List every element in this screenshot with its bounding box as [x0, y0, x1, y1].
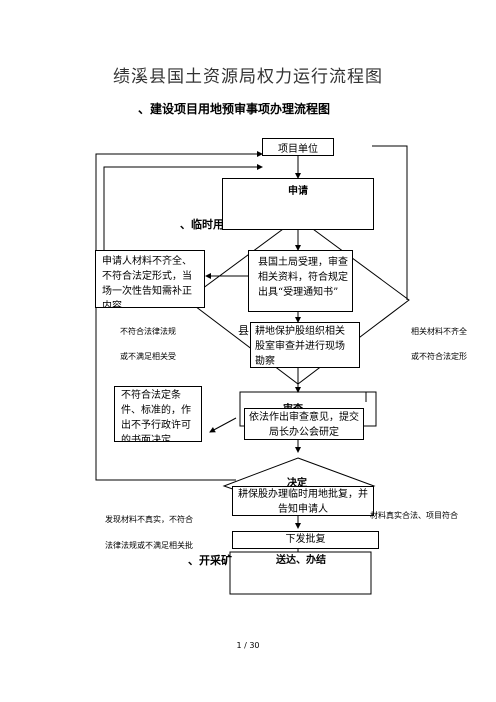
county-text: 县: [238, 324, 249, 337]
deliver-box: [229, 551, 372, 595]
decision-label: 决定: [287, 478, 307, 489]
page-subtitle: 、建设项目用地预审事项办理流程图: [138, 102, 331, 116]
feedback-loop-inner: [103, 164, 263, 250]
opinion-box: 依法作出审查意见，提交局长办公会研定: [244, 408, 364, 440]
mining-heading: 、开采矿: [188, 554, 232, 567]
incomplete-box: 申请人材料不齐全、不符合法定形式，当场一次性告知需补正内容: [95, 250, 205, 308]
right-condition-2: 或不符合法定形: [411, 352, 467, 361]
page-title: 绩溪县国土资源局权力运行流程图: [113, 67, 383, 87]
apply-box: 申请: [222, 178, 374, 230]
bottom-left-condition-1: 发现材料不真实，不符合: [105, 515, 193, 524]
feedback-loop-outer: [95, 151, 263, 481]
approve-box: 耕保股办理临时用地批复，并告知申请人: [232, 486, 374, 516]
left-condition-1: 不符合法律法规: [120, 327, 176, 336]
reject-box: 不符合法定条件、标准的，作出不予行政许可的书面决定: [114, 386, 202, 442]
accept-decision-diamond: [186, 217, 410, 385]
feedback-loop-right: [372, 145, 408, 300]
left-condition-2: 或不满足相关受: [120, 352, 176, 361]
bottom-right-condition: 材料真实合法、项目符合: [370, 511, 458, 520]
survey-box: 耕地保护股组织相关股室审查并进行现场勘察: [250, 322, 360, 368]
bottom-left-condition-2: 法律法规或不满足相关批: [105, 541, 193, 550]
deliver-label: 送达、办结: [276, 555, 326, 566]
applicant-box: 项目单位: [262, 138, 334, 156]
page-number: 1 / 30: [236, 641, 260, 650]
issue-box: 下发批复: [232, 531, 379, 549]
accept-box: 县国土局受理，审查相关资料，符合规定出具“受理通知书”: [248, 250, 353, 312]
right-condition-1: 相关材料不齐全: [411, 327, 467, 336]
